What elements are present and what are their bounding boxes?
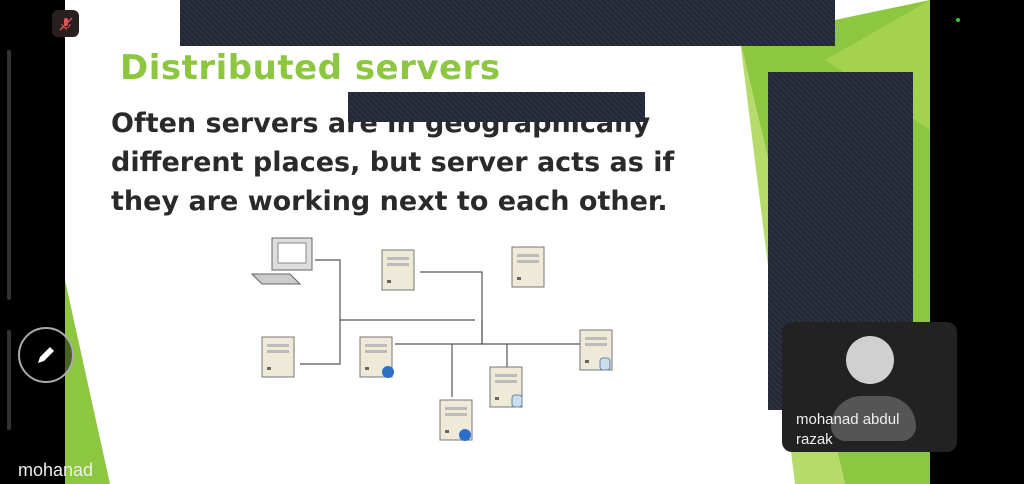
self-name-label: mohanad — [18, 460, 94, 480]
participant-name: mohanad abdul razak — [796, 411, 900, 448]
left-scrollbar — [7, 50, 11, 300]
server-icon — [511, 246, 545, 288]
left-scrollbar-lower — [7, 330, 11, 430]
workstation-icon — [250, 237, 313, 285]
muted-mic-icon[interactable] — [52, 10, 79, 37]
server-icon — [381, 249, 415, 291]
avatar-body — [831, 396, 916, 441]
redaction-middle — [348, 92, 645, 122]
redaction-top — [180, 0, 835, 46]
participant-tile[interactable]: mohanad abdul razak — [782, 322, 957, 452]
slide-title: Distributed servers — [120, 48, 501, 88]
slide-body: Often servers are in geographically diff… — [111, 108, 675, 217]
avatar-icon — [846, 336, 894, 384]
network-diagram — [250, 237, 613, 441]
pencil-icon — [38, 347, 54, 363]
status-dot — [956, 18, 960, 22]
annotate-button[interactable] — [18, 327, 74, 383]
server-icon — [261, 336, 295, 378]
